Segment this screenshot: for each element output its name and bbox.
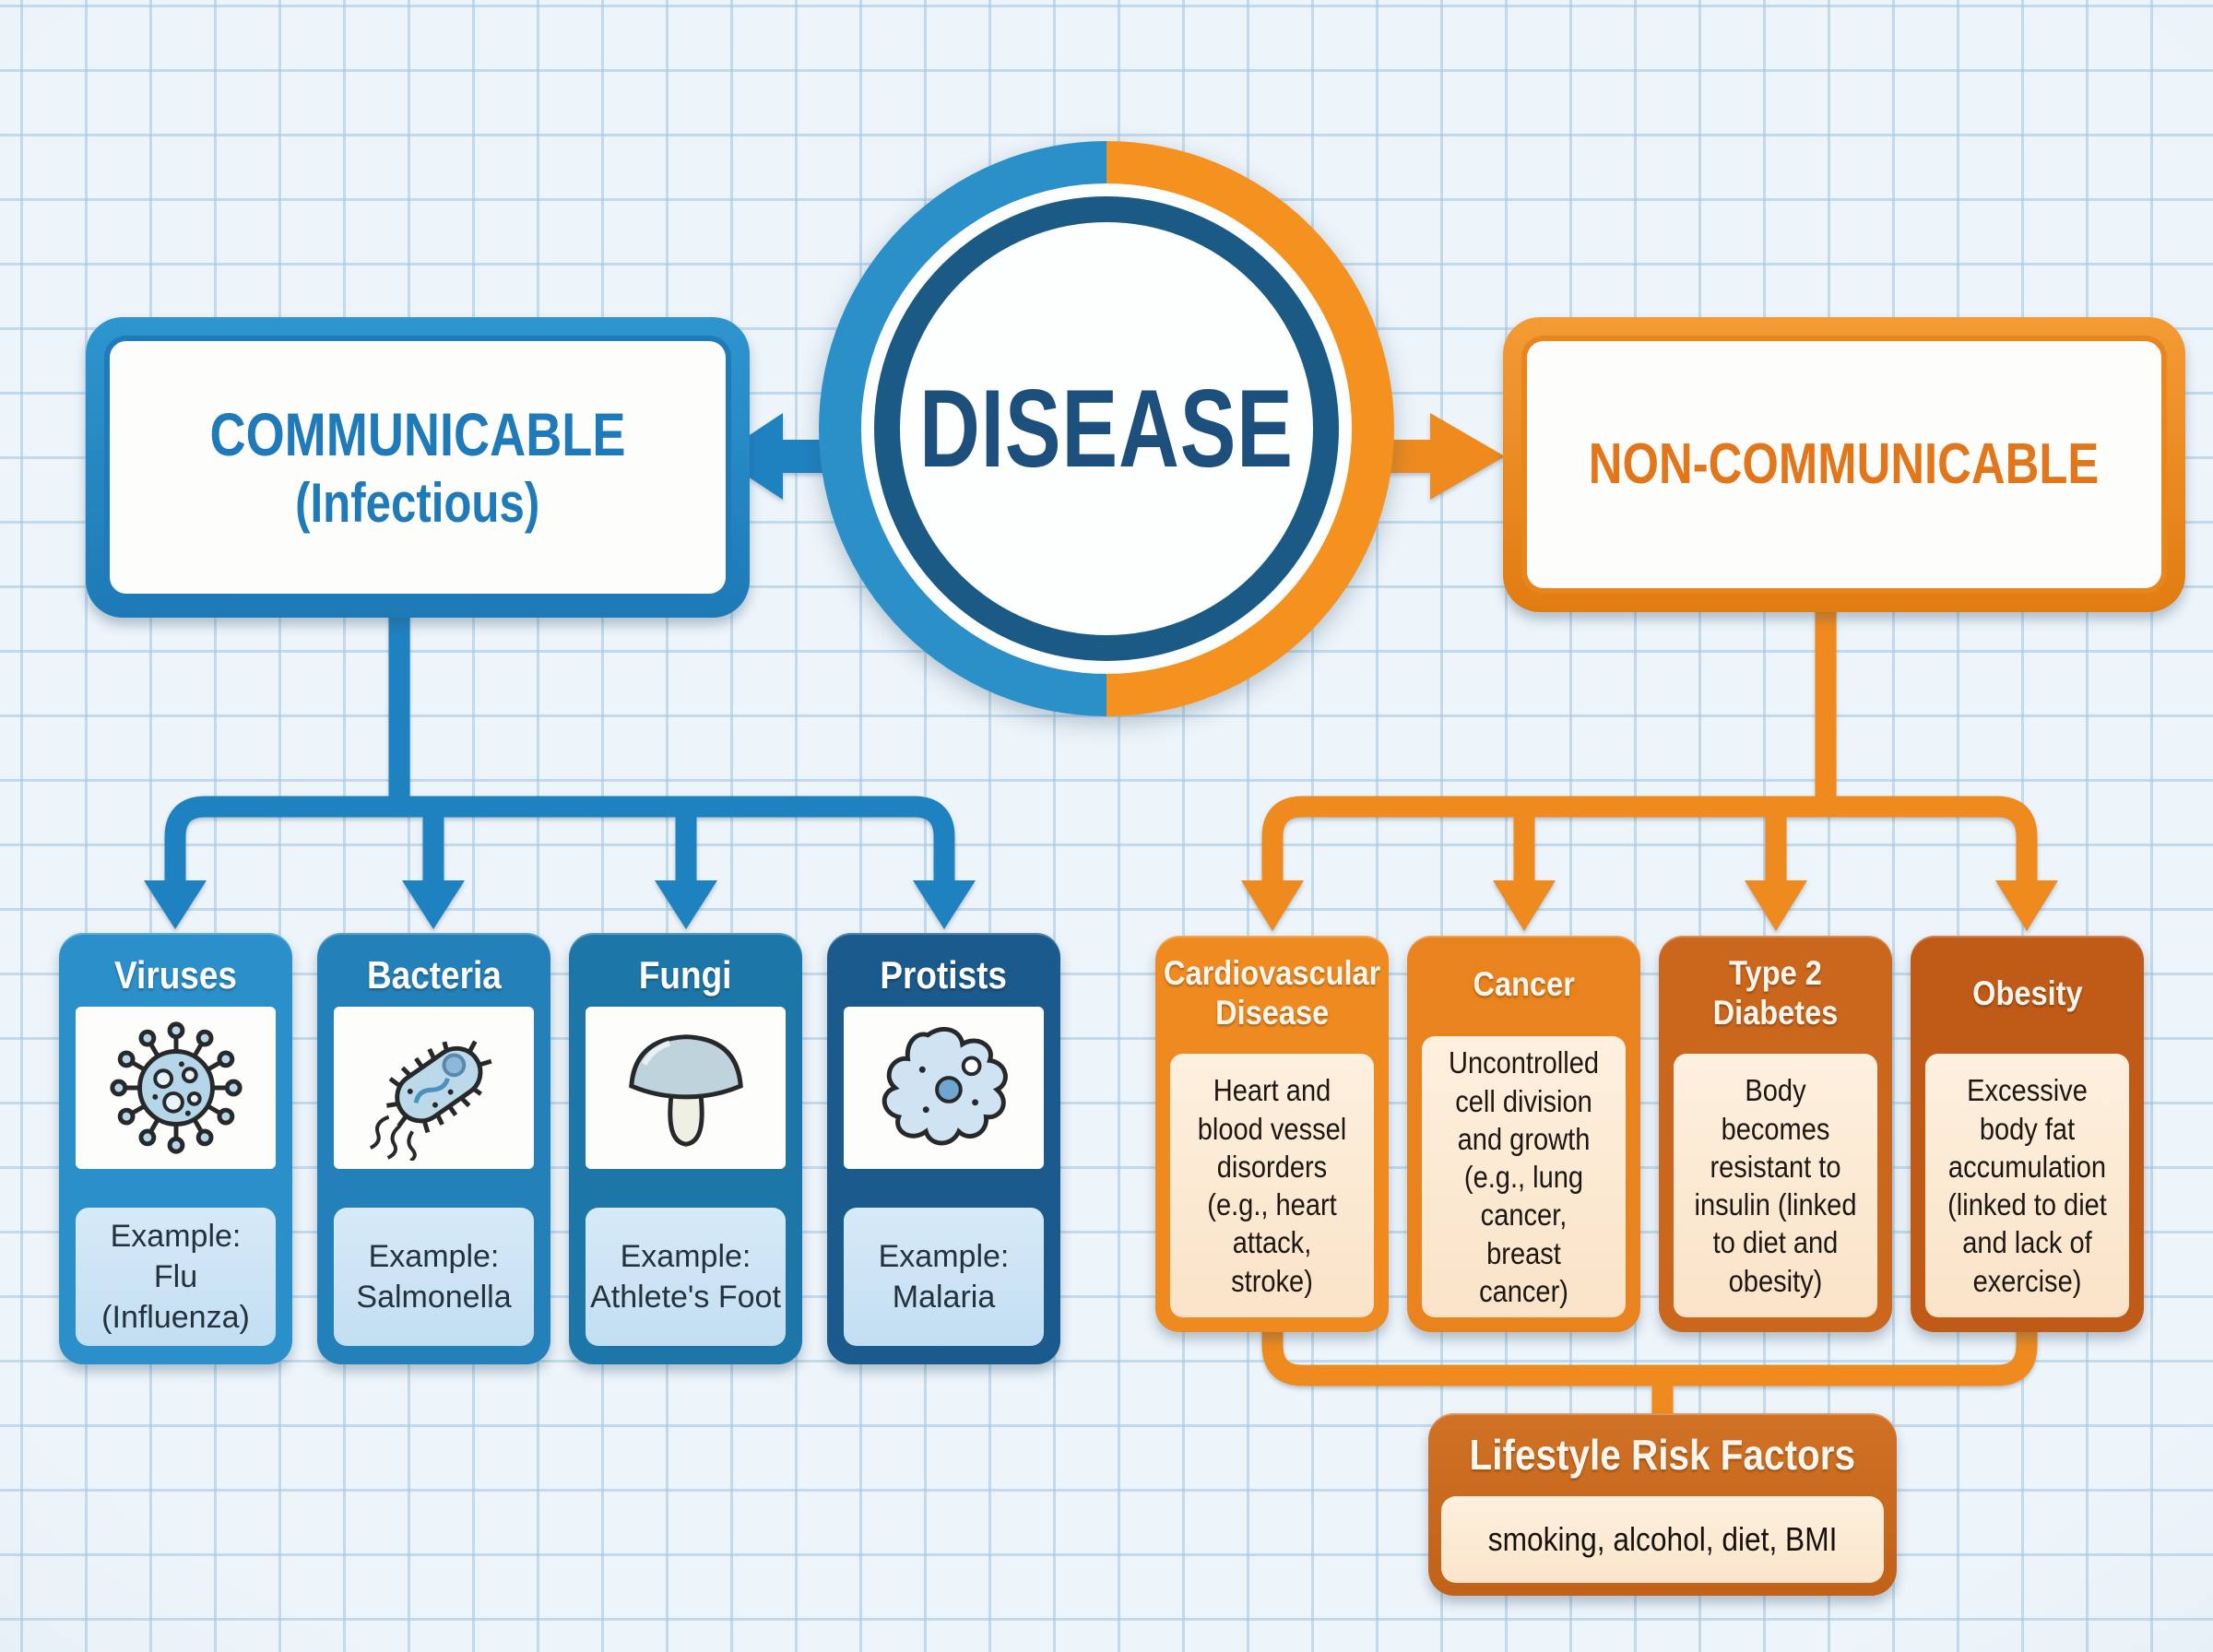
- fungi-card-title: Fungi: [639, 953, 732, 997]
- communicable-title-line2: (Infectious): [295, 471, 540, 534]
- protists-icon-box: [844, 1007, 1044, 1169]
- fungi-card: Fungi Example: Athlete's F: [569, 933, 802, 1364]
- amoeba-icon: [882, 1027, 1008, 1146]
- cardiovascular-card-title: Cardiovascular Disease: [1163, 954, 1381, 1032]
- lifestyle-risk-title: Lifestyle Risk Factors: [1469, 1431, 1856, 1479]
- example-value: Athlete's Foot: [590, 1280, 781, 1315]
- lifestyle-risk-body: smoking, alcohol, diet, BMI: [1441, 1496, 1884, 1583]
- arrow-down-icon: [1995, 880, 2058, 931]
- arrow-down-icon: [144, 880, 207, 929]
- example-label: Example:: [110, 1218, 242, 1254]
- noncommunicable-title: NON-COMMUNICABLE: [1589, 432, 2100, 497]
- example-label: Example:: [620, 1238, 751, 1274]
- example-label: Example:: [368, 1238, 500, 1274]
- arrow-down-icon: [1493, 880, 1556, 931]
- disease-title-text: DISEASE: [919, 367, 1294, 490]
- type2-diabetes-card: Type 2 Diabetes Body becomes resistant t…: [1659, 936, 1892, 1332]
- lifestyle-risk-box: Lifestyle Risk Factors smoking, alcohol,…: [1428, 1413, 1897, 1596]
- example-value: Flu (Influenza): [101, 1258, 250, 1336]
- communicable-rail: [164, 796, 955, 887]
- virus-icon: [109, 1021, 243, 1154]
- noncommunicable-rail: [1261, 796, 2038, 887]
- disease-title: DISEASE: [819, 141, 1394, 716]
- example-value: Salmonella: [356, 1280, 512, 1315]
- type2-diabetes-card-title: Type 2 Diabetes: [1712, 954, 1839, 1032]
- viruses-card: Viruses: [59, 933, 292, 1364]
- cancer-card: Cancer Uncontrolled cell division and gr…: [1407, 936, 1640, 1332]
- arrow-left-icon: [717, 413, 839, 500]
- obesity-card-title: Obesity: [1971, 974, 2083, 1012]
- bacteria-example-box: Example: Salmonella: [334, 1208, 534, 1346]
- cardiovascular-card: Cardiovascular Disease Heart and blood v…: [1155, 936, 1389, 1332]
- disease-circle: DISEASE: [819, 141, 1394, 716]
- arrow-down-icon: [913, 880, 976, 929]
- communicable-title-line1: COMMUNICABLE: [209, 399, 626, 468]
- bacteria-icon-box: [334, 1007, 534, 1169]
- cancer-card-body: Uncontrolled cell division and growth (e…: [1422, 1036, 1626, 1317]
- viruses-icon-box: [76, 1007, 276, 1169]
- obesity-card: Obesity Excessive body fat accumulation …: [1911, 936, 2144, 1332]
- example-label: Example:: [878, 1238, 1010, 1274]
- mushroom-icon: [628, 1034, 743, 1147]
- communicable-box-inner: COMMUNICABLE (Infectious): [104, 336, 731, 599]
- protists-card: Protists Example: Malaria: [827, 933, 1060, 1364]
- risk-merge-line: [1261, 1328, 2038, 1386]
- type2-diabetes-card-body: Body becomes resistant to insulin (linke…: [1674, 1054, 1877, 1317]
- fungi-example-box: Example: Athlete's Foot: [586, 1208, 786, 1346]
- arrow-down-icon: [1745, 880, 1807, 931]
- arrow-down-icon: [655, 880, 717, 929]
- arrow-down-icon: [402, 880, 465, 929]
- arrow-right-icon: [1374, 413, 1505, 500]
- cardiovascular-card-body: Heart and blood vessel disorders (e.g., …: [1170, 1054, 1374, 1317]
- bacteria-card: Bacteria: [317, 933, 550, 1364]
- protists-example-box: Example: Malaria: [844, 1208, 1044, 1346]
- obesity-card-body: Excessive body fat accumulation (linked …: [1925, 1054, 2129, 1317]
- bacteria-card-title: Bacteria: [366, 953, 502, 997]
- noncommunicable-box: NON-COMMUNICABLE: [1503, 317, 2185, 612]
- bacteria-icon: [369, 1040, 492, 1161]
- communicable-box: COMMUNICABLE (Infectious): [86, 317, 750, 618]
- arrow-down-icon: [1241, 880, 1304, 931]
- example-value: Malaria: [892, 1280, 996, 1315]
- protists-card-title: Protists: [880, 953, 1008, 997]
- viruses-example-box: Example: Flu (Influenza): [76, 1208, 276, 1346]
- viruses-card-title: Viruses: [114, 953, 237, 997]
- fungi-icon-box: [586, 1007, 786, 1169]
- noncommunicable-box-inner: NON-COMMUNICABLE: [1521, 336, 2167, 594]
- cancer-card-title: Cancer: [1473, 965, 1575, 1004]
